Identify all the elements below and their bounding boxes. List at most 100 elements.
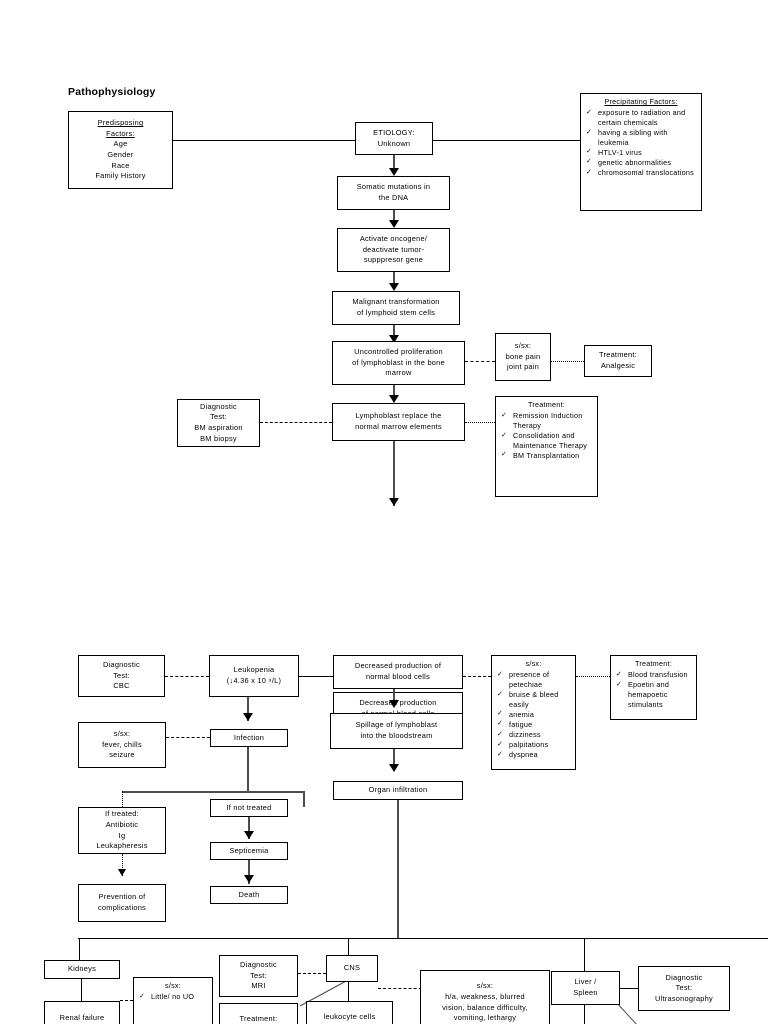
treatment-main-title: Treatment: xyxy=(528,400,565,409)
node-infection: Infection xyxy=(210,729,288,747)
connector-liver-down xyxy=(584,1005,585,1024)
connector-trunk-cns xyxy=(348,938,349,956)
connector-lymphoblast-treatment xyxy=(465,422,495,423)
node-diagnostic-test-mri: Diagnostic Test: MRI xyxy=(219,955,298,997)
somatic-line-2: the DNA xyxy=(378,193,409,202)
ssx-petechiae-item-6: dyspnea xyxy=(509,750,538,760)
ssx-petechiae-title: s/sx: xyxy=(525,659,542,668)
connector-trunk-kidneys xyxy=(79,938,80,960)
spillage-line-1: Spillage of lymphoblast xyxy=(355,720,438,730)
arrow-down-icon xyxy=(389,700,399,708)
connector-decreased-spillage xyxy=(393,689,395,705)
ssx-petechiae-item-0: presence of petechiae xyxy=(509,670,550,689)
ssx-petechiae-item-1: bruise & bleed easily xyxy=(509,690,559,709)
prevention-line-1: Prevention of xyxy=(98,892,146,902)
kidneys-line-1: Kidneys xyxy=(67,964,97,974)
node-leukopenia: Leukopenia (↓4.36 x 10 ⁹/L) xyxy=(209,655,299,697)
node-lymphoblast-replace: Lymphoblast replace the normal marrow el… xyxy=(332,403,465,441)
precipitating-item-2: HTLV-1 virus xyxy=(598,147,643,157)
diagnostic-bm-line-2: Test: xyxy=(210,412,227,422)
arrow-down-icon xyxy=(389,168,399,176)
check-icon: ✓ xyxy=(497,750,504,758)
malignant-line-2: of lymphoid stem cells xyxy=(356,308,436,317)
treatment-analgesic-title: Treatment: xyxy=(599,350,637,360)
connector-liver-diagonal xyxy=(615,1001,637,1024)
leukopenia-line-1: Leukopenia xyxy=(233,665,275,675)
list-item: ✓Epoetin and hemapoetic stimulants xyxy=(615,680,692,709)
check-icon: ✓ xyxy=(586,108,593,116)
ssx-bone-title: s/sx: xyxy=(514,341,532,351)
connector-ssx-petechiae-treatment xyxy=(576,676,610,677)
node-spillage-lymphoblast: Spillage of lymphoblast into the bloodst… xyxy=(330,713,463,749)
if-treated-line-3: Ig xyxy=(118,830,126,840)
node-precipitating-factors: Precipitating Factors: ✓exposure to radi… xyxy=(580,93,702,211)
node-if-treated: If treated: Antibiotic Ig Leukapheresis xyxy=(78,807,166,854)
arrow-down-icon xyxy=(243,713,253,721)
node-decreased-production-1: Decreased production of normal blood cel… xyxy=(333,655,463,689)
liver-line-1: Liver / xyxy=(574,977,597,987)
predisposing-item-3: Family History xyxy=(95,171,146,181)
node-liver-spleen: Liver / Spleen xyxy=(551,971,620,1005)
ssx-kidney-list: ✓Little/ no UO xyxy=(138,992,208,1002)
ssx-bone-line-2: joint pain xyxy=(506,362,540,372)
ssx-cns-line-2: vision, balance difficulty, xyxy=(442,1002,528,1012)
node-septicemia: Septicemia xyxy=(210,842,288,860)
precipitating-item-0: exposure to radiation and certain chemic… xyxy=(598,108,686,127)
treatment-main-item-2: BM Transplantation xyxy=(513,450,580,460)
treatment-blood-item-1: Epoetin and hemapoetic stimulants xyxy=(628,680,670,709)
check-icon: ✓ xyxy=(501,451,508,459)
connector-malignant-uncontrolled xyxy=(393,325,395,341)
etiology-line-1: ETIOLOGY: xyxy=(373,127,415,137)
leukopenia-line-2: (↓4.36 x 10 ⁹/L) xyxy=(226,676,282,685)
check-icon: ✓ xyxy=(139,992,146,1000)
ssx-kidney-title: s/sx: xyxy=(164,981,182,990)
predisposing-item-0: Age xyxy=(113,139,128,149)
etiology-line-2: Unknown xyxy=(377,138,411,148)
diagnostic-mri-line-3: MRI xyxy=(251,981,266,991)
treatment-cns-line-1: Treatment: xyxy=(239,1013,278,1023)
predisposing-title-1: Predisposing xyxy=(97,118,144,128)
arrow-down-icon xyxy=(389,283,399,291)
precipitating-item-3: genetic abnormalities xyxy=(598,157,672,167)
lymphoblast-line-2: normal marrow elements xyxy=(355,422,442,431)
if-treated-line-4: Leukapheresis xyxy=(96,841,148,851)
node-ssx-fever: s/sx: fever, chills seizure xyxy=(78,722,166,768)
connector-split-if-treated xyxy=(122,791,123,807)
check-icon: ✓ xyxy=(497,720,504,728)
ssx-cns-title: s/sx: xyxy=(476,981,494,991)
diagnostic-bm-line-4: BM biopsy xyxy=(200,433,237,443)
ssx-fever-line-2: seizure xyxy=(109,750,135,760)
connector-spillage-organ xyxy=(393,749,395,771)
list-item: ✓palpitations xyxy=(496,740,571,750)
connector-ssx-fever-infection xyxy=(166,737,210,738)
leukocyte-line-1: leukocyte cells xyxy=(323,1011,376,1021)
connector-kidneys-renal xyxy=(81,979,82,1001)
list-item: ✓having a sibling with leukemia xyxy=(585,128,697,147)
connector-if-not-treated-septicemia xyxy=(248,817,250,839)
node-if-not-treated: If not treated xyxy=(210,799,288,817)
connector-etiology-precipitating xyxy=(433,140,580,141)
connector-bottom-trunk xyxy=(78,938,768,939)
connector-cbc-leukopenia xyxy=(165,676,209,677)
treatment-main-item-1: Consolidation and Maintenance Therapy xyxy=(513,431,588,450)
diagnostic-bm-line-3: BM aspiration xyxy=(194,423,243,432)
predisposing-title-2: Factors: xyxy=(106,128,135,138)
node-diagnostic-test-cbc: Diagnostic Test: CBC xyxy=(78,655,165,697)
check-icon: ✓ xyxy=(586,128,593,136)
node-leukocyte-cells: leukocyte cells xyxy=(306,1001,393,1024)
treatment-analgesic-line-1: Analgesic xyxy=(600,361,636,370)
arrow-down-icon xyxy=(389,764,399,772)
connector-if-treated-prevention xyxy=(122,854,123,876)
if-treated-line-1: If treated: xyxy=(105,809,139,819)
node-ssx-kidney: s/sx: ✓Little/ no UO xyxy=(133,977,213,1024)
list-item: ✓genetic abnormalities xyxy=(585,158,697,168)
node-somatic-mutations: Somatic mutations in the DNA xyxy=(337,176,450,210)
oncogene-line-1: Activate oncogene/ xyxy=(359,234,428,244)
arrow-down-icon xyxy=(389,335,399,343)
malignant-line-1: Malignant transformation xyxy=(352,297,440,307)
ssx-cns-line-3: vomiting, lethargy xyxy=(453,1013,517,1023)
page-title: Pathophysiology xyxy=(68,86,156,98)
connector-diagnostic-bm-lymphoblast xyxy=(260,422,332,423)
connector-somatic-oncogene xyxy=(393,210,395,225)
death-line-1: Death xyxy=(238,889,260,899)
